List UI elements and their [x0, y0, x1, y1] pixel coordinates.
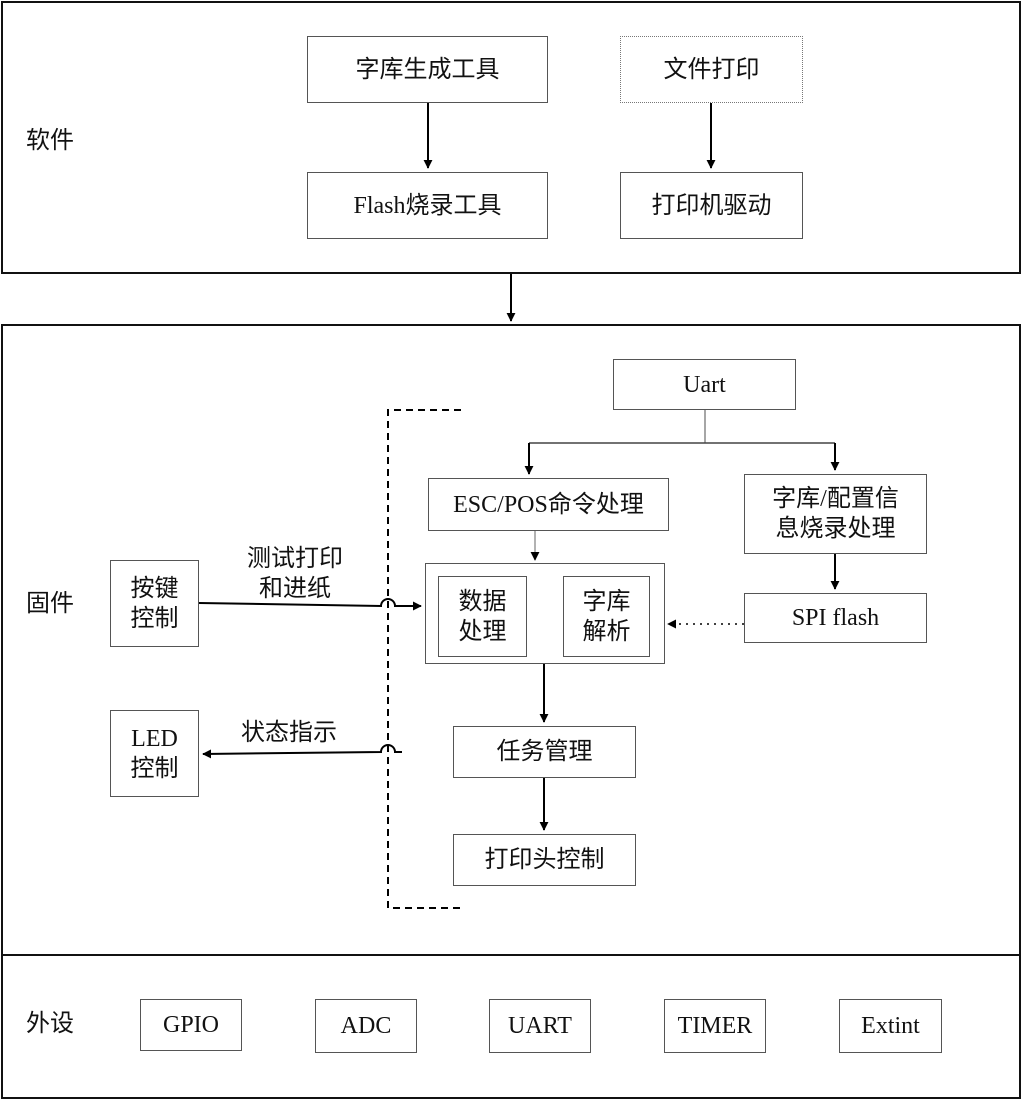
status-indicator-label: 状态指示	[241, 720, 337, 746]
test-print-feed-label: 测试打印 和进纸	[247, 546, 343, 602]
task-management-box: 任务管理	[453, 726, 636, 778]
dashed-bracket	[387, 409, 461, 909]
software-layer-label: 软件	[26, 128, 74, 154]
peripheral-layer-frame	[1, 954, 1021, 1099]
printer-driver: 打印机驱动	[620, 172, 803, 239]
led-control-box: LED 控制	[110, 710, 199, 797]
escpos-command-box: ESC/POS命令处理	[428, 478, 669, 531]
printhead-control-box: 打印头控制	[453, 834, 636, 886]
uart-box: Uart	[613, 359, 796, 410]
font-generator-tool: 字库生成工具	[307, 36, 548, 103]
arrow-key-to-processing	[198, 598, 422, 611]
firmware-layer-label: 固件	[26, 591, 74, 617]
data-processing-box: 数据 处理	[438, 576, 527, 657]
spi-flash-box: SPI flash	[744, 593, 927, 643]
peripheral-layer-label: 外设	[26, 1011, 74, 1037]
flash-burn-tool: Flash烧录工具	[307, 172, 548, 239]
peripheral-adc: ADC	[315, 999, 417, 1053]
font-config-burn-box: 字库/配置信 息烧录处理	[744, 474, 927, 554]
peripheral-gpio: GPIO	[140, 999, 242, 1051]
software-layer-frame	[1, 1, 1021, 274]
key-control-box: 按键 控制	[110, 560, 199, 647]
peripheral-extint: Extint	[839, 999, 942, 1053]
font-parse-box: 字库 解析	[563, 576, 650, 657]
file-print: 文件打印	[620, 36, 803, 103]
peripheral-timer: TIMER	[664, 999, 766, 1053]
arrow-status-to-led	[202, 744, 402, 759]
peripheral-uart: UART	[489, 999, 591, 1053]
